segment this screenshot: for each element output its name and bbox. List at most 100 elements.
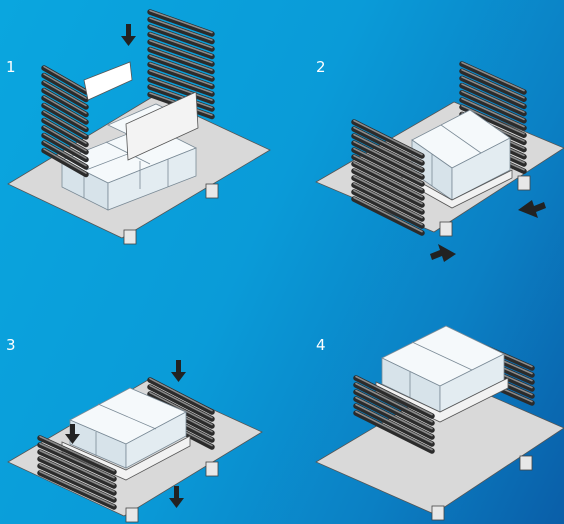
collar-layer-highlight — [39, 435, 115, 472]
step-3-panel: 3 — [0, 262, 282, 524]
collar-layer-highlight — [353, 126, 423, 163]
down-arrow-icon — [171, 360, 186, 382]
collar-layer — [459, 75, 527, 110]
collar-layer — [147, 69, 215, 97]
down-arrow-icon — [169, 486, 184, 508]
step-3-illustration — [7, 360, 263, 523]
collar-layer-highlight — [39, 470, 115, 507]
collar-layer-highlight — [43, 80, 87, 107]
collar-layer-highlight — [43, 73, 87, 99]
collar-layer-highlight — [149, 24, 213, 49]
collar-panel — [83, 61, 133, 101]
collar-layer — [353, 396, 435, 440]
collar-layer — [37, 470, 117, 510]
collar-layer-highlight — [149, 384, 213, 419]
collar-layer — [459, 97, 527, 131]
collar-layer — [147, 377, 215, 415]
collar-layer-highlight — [43, 148, 87, 174]
down-arrow-icon — [65, 424, 80, 444]
collar-layer-highlight — [43, 103, 87, 129]
collar-layer — [147, 31, 215, 60]
collar-layer-highlight — [149, 84, 213, 109]
collar-layer-highlight — [39, 442, 115, 479]
collar-layer — [351, 182, 425, 222]
pallet-block — [439, 175, 531, 237]
collar-layer-highlight — [353, 168, 423, 205]
collar-layer-highlight — [353, 189, 423, 226]
collar-layer-highlight — [149, 32, 213, 56]
collar-layer-highlight — [353, 140, 423, 177]
box-stack — [381, 325, 505, 413]
collar-layer — [41, 140, 89, 170]
collar-layer — [41, 132, 89, 163]
collar-layer-highlight — [461, 97, 525, 128]
collar-layer-highlight — [461, 83, 525, 113]
collar-layer-highlight — [353, 119, 423, 156]
collar-layer — [41, 102, 89, 133]
step-4-number: 4 — [316, 336, 326, 354]
collar-layer — [41, 125, 89, 155]
collar-layer-highlight — [43, 140, 87, 167]
collar-layer-highlight — [353, 196, 423, 233]
collar-layer-highlight — [43, 133, 87, 159]
collar-layer-highlight — [39, 456, 115, 493]
down-arrow-icon — [121, 24, 136, 46]
collar-layer — [351, 161, 425, 201]
step-4-panel: 4 — [282, 262, 564, 524]
collar-panel — [125, 91, 199, 161]
collar-section-front — [37, 435, 117, 510]
collar-layer-highlight — [149, 62, 213, 86]
collar-section-left — [41, 65, 89, 178]
collar-layer — [41, 95, 89, 125]
collar-layer-highlight — [149, 17, 213, 41]
collar-section-front — [353, 375, 435, 454]
step-4-illustration — [315, 325, 564, 521]
step-2-panel: 2 — [282, 0, 564, 262]
step-2-illustration — [315, 61, 564, 262]
collar-layer — [147, 84, 215, 112]
collar-layer — [459, 82, 527, 117]
collar-layer-highlight — [355, 375, 433, 416]
collar-layer — [37, 442, 117, 482]
step-1-number: 1 — [6, 58, 16, 76]
collar-layer-highlight — [43, 110, 87, 137]
collar-layer — [351, 119, 425, 159]
collar-layer — [351, 154, 425, 194]
collar-layer-highlight — [43, 88, 87, 114]
collar-layer — [147, 24, 215, 52]
collar-layer-highlight — [353, 175, 423, 212]
collar-layer-highlight — [355, 403, 433, 444]
collar-layer-highlight — [353, 147, 423, 184]
collar-layer — [41, 72, 89, 103]
collar-layer — [351, 189, 425, 229]
collar-layer-highlight — [149, 39, 213, 64]
step-1-illustration — [7, 9, 271, 245]
pallet-block — [431, 455, 533, 521]
collar-layer-highlight — [461, 61, 525, 92]
collar-layer — [41, 87, 89, 118]
collar-layer-highlight — [149, 391, 213, 426]
collar-layer — [147, 16, 215, 45]
collar-section-front — [351, 119, 425, 236]
collar-layer-highlight — [461, 69, 525, 99]
collar-layer — [353, 403, 435, 447]
collar-section-right — [147, 9, 215, 120]
collar-layer-highlight — [353, 161, 423, 198]
pallet-block — [123, 183, 219, 245]
collar-layer — [459, 90, 527, 124]
collar-layer — [41, 117, 89, 148]
collar-layer — [147, 39, 215, 67]
collar-layer — [351, 140, 425, 180]
collar-layer — [351, 126, 425, 166]
collar-layer — [37, 449, 117, 489]
collar-layer — [351, 175, 425, 215]
collar-layer-highlight — [39, 463, 115, 500]
collar-layer-highlight — [355, 396, 433, 437]
collar-layer-highlight — [149, 77, 213, 101]
collar-layer-highlight — [149, 47, 213, 71]
collar-layer-highlight — [353, 154, 423, 191]
collar-layer — [459, 68, 527, 102]
left-arrow-icon — [518, 200, 546, 218]
collar-layer-highlight — [355, 382, 433, 423]
collar-layer — [147, 76, 215, 105]
